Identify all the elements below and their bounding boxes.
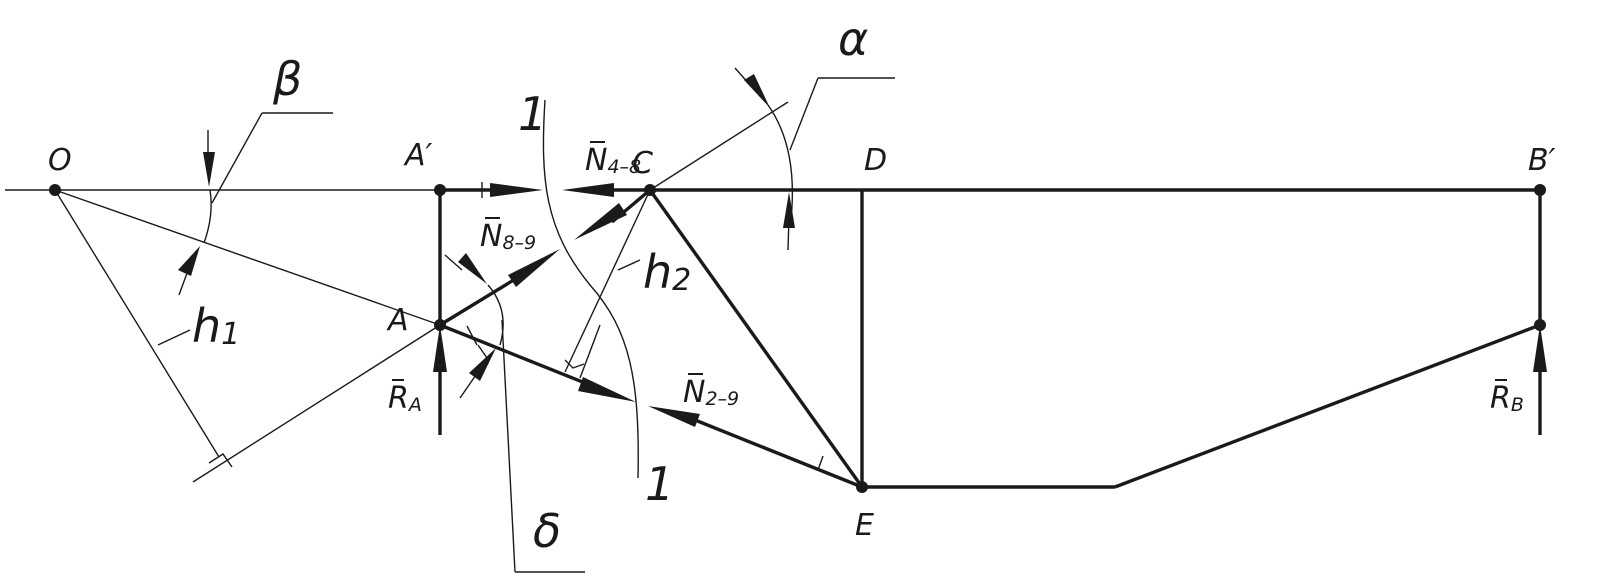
delta-arc bbox=[487, 284, 504, 346]
line-o-to-a bbox=[54, 189, 441, 326]
h2-perpendicular-line bbox=[564, 189, 651, 373]
label-rb-base: R bbox=[1490, 381, 1511, 416]
beta-arrowhead-bottom bbox=[178, 246, 200, 276]
joint-c bbox=[644, 184, 656, 196]
label-h1-sub: 1 bbox=[221, 317, 240, 352]
truss-members bbox=[438, 188, 1542, 489]
point-labels: O A′ A C D B′ E bbox=[48, 138, 1556, 543]
label-a-prime: A′ bbox=[403, 138, 433, 173]
tick-a-c bbox=[466, 325, 478, 346]
member-n29-arrow-shaft bbox=[694, 418, 863, 489]
label-section-bottom: 1 bbox=[645, 457, 674, 511]
arrowhead-n29-outward bbox=[578, 377, 636, 402]
arrowhead-n89-outward bbox=[508, 249, 560, 287]
arrowhead-n89-inward bbox=[574, 203, 627, 240]
h2-extension-line bbox=[579, 324, 601, 379]
alpha-arrowhead-bottom bbox=[783, 192, 795, 228]
label-o: O bbox=[48, 143, 72, 178]
label-beta: β bbox=[272, 52, 302, 106]
joint-o bbox=[49, 184, 61, 196]
label-delta: δ bbox=[533, 504, 561, 558]
label-h2-sub: 2 bbox=[672, 263, 691, 298]
label-n89-sub: 8–9 bbox=[502, 232, 536, 254]
joint-b-prime bbox=[1534, 184, 1546, 196]
tick-a-e bbox=[477, 344, 488, 359]
alpha-arrowhead-top bbox=[744, 74, 770, 108]
angle-arrowheads bbox=[178, 74, 795, 381]
label-ra: RA bbox=[388, 381, 422, 416]
joints bbox=[49, 184, 1546, 493]
label-n29-base: N bbox=[683, 375, 705, 410]
section-line-1-1 bbox=[542, 99, 639, 479]
arrowhead-n48 bbox=[562, 183, 614, 197]
label-h1-base: h bbox=[192, 299, 221, 353]
beta-arrowhead-top bbox=[203, 152, 215, 187]
label-rb-sub: B bbox=[1511, 394, 1524, 416]
joint-a bbox=[434, 319, 446, 331]
label-n48: N4–8 bbox=[585, 143, 641, 178]
label-h2-base: h bbox=[643, 245, 672, 299]
joint-e bbox=[856, 481, 868, 493]
label-c: C bbox=[632, 146, 653, 181]
section-labels: 1 1 bbox=[518, 87, 674, 511]
member-a-to-n29 bbox=[439, 323, 591, 387]
label-n89: N8–9 bbox=[480, 219, 536, 254]
delta-arrowhead-top bbox=[458, 253, 487, 284]
label-n48-sub: 4–8 bbox=[607, 156, 641, 178]
arrowhead-horizontal-right bbox=[490, 183, 543, 197]
vector-overbars bbox=[392, 141, 1507, 381]
label-n29: N2–9 bbox=[683, 375, 739, 410]
beta-arc bbox=[203, 189, 212, 244]
force-arrowheads bbox=[433, 183, 1547, 427]
label-ra-base: R bbox=[388, 381, 409, 416]
h1-perpendicular-line bbox=[54, 189, 220, 458]
h2-right-angle-mark bbox=[564, 359, 585, 369]
label-e: E bbox=[855, 508, 874, 543]
label-section-top: 1 bbox=[518, 87, 547, 141]
delta-arrow-tail-top bbox=[444, 254, 463, 271]
alpha-leader-line bbox=[789, 77, 819, 151]
joint-b bbox=[1534, 319, 1546, 331]
arrowhead-rb bbox=[1533, 325, 1547, 372]
beta-leader-line bbox=[211, 112, 263, 204]
label-h1: h1 bbox=[192, 299, 240, 353]
label-b-prime: B′ bbox=[1528, 143, 1556, 178]
label-h2: h2 bbox=[643, 245, 691, 299]
label-a: A bbox=[386, 303, 409, 338]
h1-leader-line bbox=[157, 329, 191, 346]
label-n89-base: N bbox=[480, 219, 502, 254]
arrowhead-n29-inward bbox=[648, 406, 700, 427]
h1-right-angle-mark bbox=[208, 453, 233, 468]
force-labels: N4–8 N8–9 N2–9 RA RB bbox=[388, 143, 1524, 416]
h2-leader-line bbox=[617, 259, 641, 271]
joint-a-prime bbox=[434, 184, 446, 196]
angle-labels: β α δ bbox=[272, 12, 868, 558]
delta-leader-line bbox=[501, 319, 516, 573]
label-n29-sub: 2–9 bbox=[705, 388, 739, 410]
member-c-e bbox=[648, 189, 864, 488]
label-ra-sub: A bbox=[407, 394, 422, 416]
height-labels: h1 h2 bbox=[192, 245, 691, 353]
member-bottom-sloped bbox=[1114, 323, 1541, 489]
tick-c-e bbox=[817, 455, 824, 471]
extension-line-below-a bbox=[192, 324, 441, 483]
label-n48-base: N bbox=[585, 143, 607, 178]
label-rb: RB bbox=[1490, 381, 1524, 416]
delta-arrowhead-bottom bbox=[469, 348, 496, 381]
alpha-leader-line-c bbox=[649, 101, 789, 191]
arrowhead-ra bbox=[433, 325, 447, 372]
label-alpha: α bbox=[838, 12, 868, 66]
label-d: D bbox=[864, 143, 887, 178]
